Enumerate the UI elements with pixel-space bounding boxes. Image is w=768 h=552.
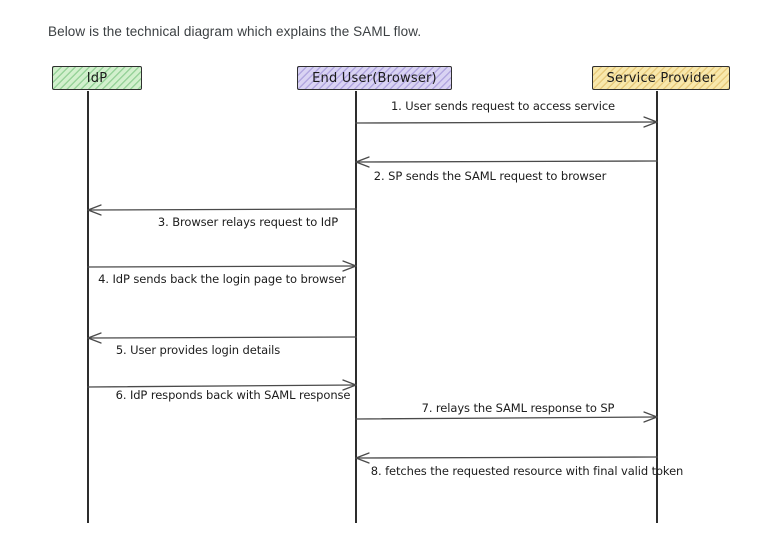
message-label-8: 8. fetches the requested resource with f… — [370, 464, 684, 478]
actor-box-browser: End User(Browser) — [297, 66, 452, 90]
message-8-arrow-left — [355, 452, 658, 464]
message-label-5: 5. User provides login details — [115, 343, 281, 357]
message-3-arrow-left — [87, 204, 357, 216]
message-label-6: 6. IdP responds back with SAML response — [115, 388, 351, 402]
message-label-7: 7. relays the SAML response to SP — [421, 401, 615, 415]
message-1-arrow-right — [355, 116, 658, 128]
actor-box-idp: IdP — [52, 66, 142, 90]
message-label-1: 1. User sends request to access service — [390, 99, 616, 113]
actor-box-service-provider: Service Provider — [592, 66, 730, 90]
actor-label-idp: IdP — [86, 70, 108, 86]
message-4-arrow-right — [87, 260, 357, 272]
message-7-arrow-right — [355, 411, 658, 423]
actor-label-browser: End User(Browser) — [312, 70, 437, 86]
message-6-arrow-right — [87, 379, 357, 391]
actor-label-service-provider: Service Provider — [606, 70, 716, 86]
message-5-arrow-left — [87, 332, 357, 344]
intro-text: Below is the technical diagram which exp… — [48, 24, 422, 39]
message-label-3: 3. Browser relays request to IdP — [157, 215, 339, 229]
message-label-2: 2. SP sends the SAML request to browser — [373, 169, 607, 183]
message-label-4: 4. IdP sends back the login page to brow… — [98, 272, 346, 286]
message-2-arrow-left — [355, 156, 658, 168]
